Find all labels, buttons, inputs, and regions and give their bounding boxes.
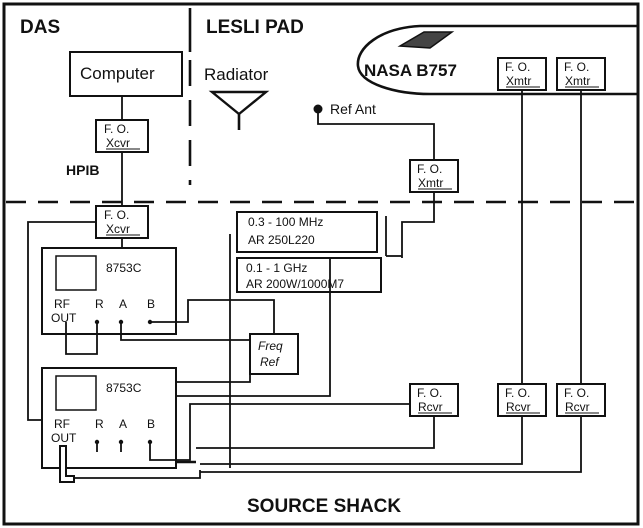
svg-text:AR 250L220: AR 250L220: [248, 233, 315, 247]
fo-xmtr-pad: F. O. Xmtr: [409, 159, 459, 193]
svg-text:Rcvr: Rcvr: [418, 400, 443, 414]
svg-text:F. O.: F. O.: [505, 60, 530, 74]
svg-text:Rcvr: Rcvr: [506, 400, 531, 414]
fo-rcvr-1: F. O. Rcvr: [409, 383, 459, 417]
svg-text:Rcvr: Rcvr: [565, 400, 590, 414]
freq-ref-box: Freq Ref: [249, 333, 299, 375]
region-das: DAS: [20, 17, 60, 38]
fo-xcvr-shack: F. O. Xcvr: [95, 205, 149, 239]
svg-text:Xmtr: Xmtr: [506, 74, 531, 88]
aircraft-label: NASA B757: [364, 61, 457, 80]
svg-text:0.1 - 1 GHz: 0.1 - 1 GHz: [246, 261, 307, 275]
network-analyzer-1: 8753C RF OUT R A B: [41, 247, 177, 335]
radiator-antenna: [208, 90, 270, 116]
svg-text:0.3 - 100 MHz: 0.3 - 100 MHz: [248, 215, 323, 229]
svg-text:Xmtr: Xmtr: [565, 74, 590, 88]
svg-text:F. O.: F. O.: [104, 208, 129, 222]
svg-text:B: B: [147, 297, 155, 311]
svg-text:F. O.: F. O.: [104, 122, 129, 136]
computer-box: Computer: [69, 51, 183, 97]
ref-ant-icon: [313, 104, 323, 114]
svg-text:Xcvr: Xcvr: [106, 136, 130, 150]
fo-xmtr-aircraft-1: F. O. Xmtr: [497, 57, 547, 91]
svg-text:F. O.: F. O.: [417, 162, 442, 176]
svg-text:OUT: OUT: [51, 311, 77, 325]
svg-text:F. O.: F. O.: [505, 386, 530, 400]
svg-text:Freq: Freq: [258, 339, 283, 353]
svg-text:Computer: Computer: [80, 64, 155, 83]
hpib-label: HPIB: [66, 162, 99, 178]
radiator-label: Radiator: [204, 65, 269, 84]
svg-text:8753C: 8753C: [106, 261, 142, 275]
aircraft-fuselage: [356, 24, 638, 96]
fo-rcvr-2: F. O. Rcvr: [497, 383, 547, 417]
svg-text:F. O.: F. O.: [564, 60, 589, 74]
svg-text:RF: RF: [54, 297, 70, 311]
svg-text:RF: RF: [54, 417, 70, 431]
fo-rcvr-3: F. O. Rcvr: [556, 383, 606, 417]
svg-text:F. O.: F. O.: [417, 386, 442, 400]
out-port-connector: [59, 445, 75, 483]
svg-text:R: R: [95, 297, 104, 311]
svg-text:R: R: [95, 417, 104, 431]
svg-text:B: B: [147, 417, 155, 431]
region-lesli-pad: LESLI PAD: [206, 17, 304, 38]
fo-xcvr-das: F. O. Xcvr: [95, 119, 149, 153]
amplifier-2: 0.1 - 1 GHz AR 200W/1000M7: [236, 257, 382, 293]
svg-text:AR 200W/1000M7: AR 200W/1000M7: [246, 277, 344, 291]
svg-text:A: A: [119, 417, 127, 431]
svg-text:A: A: [119, 297, 127, 311]
svg-text:Xmtr: Xmtr: [418, 176, 443, 190]
svg-text:Ref: Ref: [260, 355, 280, 369]
svg-text:Xcvr: Xcvr: [106, 222, 130, 236]
region-source-shack: SOURCE SHACK: [247, 496, 401, 517]
amplifier-1: 0.3 - 100 MHz AR 250L220: [236, 211, 378, 253]
svg-text:8753C: 8753C: [106, 381, 142, 395]
fo-xmtr-aircraft-2: F. O. Xmtr: [556, 57, 606, 91]
ref-ant-label: Ref Ant: [330, 101, 376, 117]
svg-text:OUT: OUT: [51, 431, 77, 445]
aircraft-cockpit-window: [397, 31, 455, 49]
svg-text:F. O.: F. O.: [564, 386, 589, 400]
